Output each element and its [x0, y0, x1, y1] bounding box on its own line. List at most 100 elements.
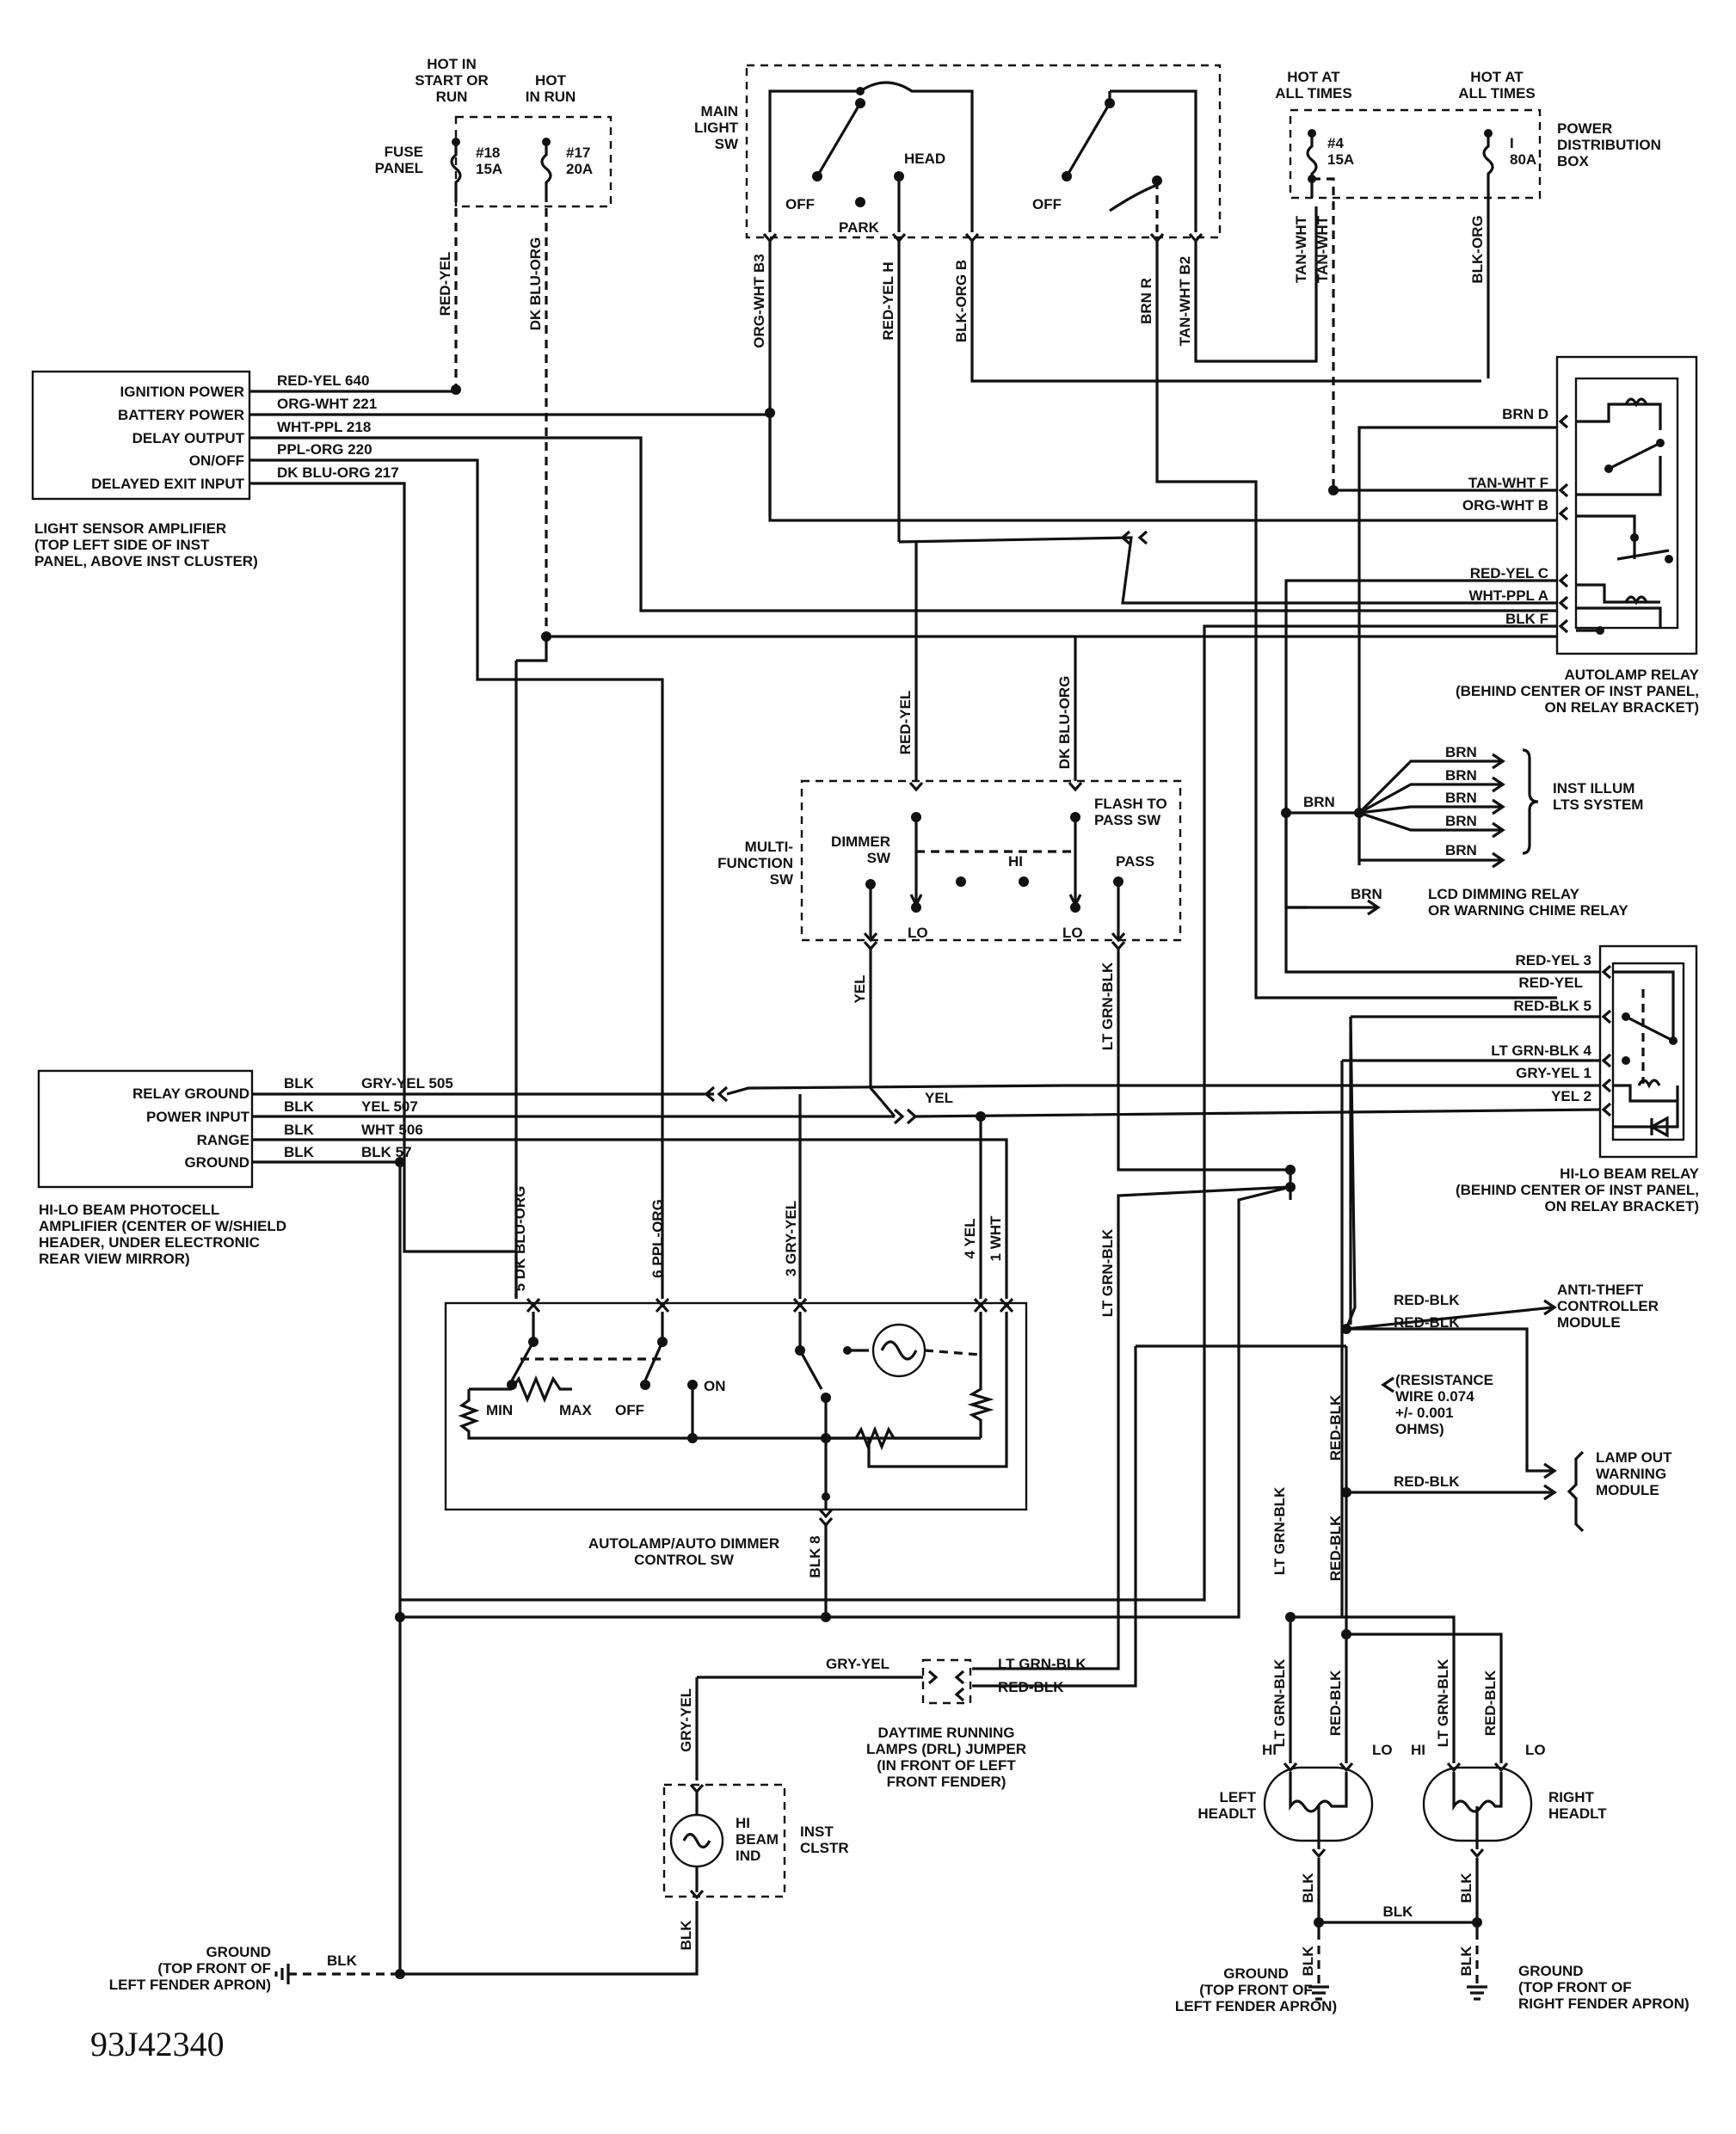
svg-text:MODULE: MODULE — [1596, 1482, 1659, 1498]
svg-text:DELAYED EXIT INPUT: DELAYED EXIT INPUT — [91, 476, 245, 492]
svg-text:HI: HI — [1262, 1742, 1277, 1758]
svg-text:WHT-PPL A: WHT-PPL A — [1468, 587, 1548, 604]
svg-text:I: I — [1510, 135, 1514, 151]
svg-text:ON: ON — [704, 1378, 726, 1394]
svg-text:LT GRN-BLK: LT GRN-BLK — [998, 1656, 1087, 1672]
main-light-switch: MAIN LIGHT SW OFF PARK HEAD OFF — [694, 64, 1222, 243]
svg-text:HEADER, UNDER ELECTRONIC: HEADER, UNDER ELECTRONIC — [39, 1234, 260, 1251]
svg-text:BEAM: BEAM — [736, 1831, 779, 1848]
svg-text:LT GRN-BLK: LT GRN-BLK — [1435, 1658, 1451, 1747]
svg-text:(IN FRONT OF LEFT: (IN FRONT OF LEFT — [877, 1757, 1016, 1774]
svg-text:#18: #18 — [476, 145, 500, 161]
svg-text:MAIN: MAIN — [701, 103, 738, 120]
svg-text:BRN: BRN — [1351, 886, 1382, 902]
svg-text:5 DK BLU-ORG: 5 DK BLU-ORG — [512, 1186, 528, 1292]
svg-text:FRONT FENDER): FRONT FENDER) — [887, 1774, 1007, 1790]
svg-text:DK BLU-ORG 217: DK BLU-ORG 217 — [277, 464, 399, 481]
svg-text:INST: INST — [800, 1823, 834, 1840]
svg-text:15A: 15A — [1327, 151, 1354, 168]
svg-text:RED-BLK: RED-BLK — [1482, 1670, 1499, 1736]
svg-text:LAMP OUT: LAMP OUT — [1596, 1449, 1672, 1466]
svg-text:HI: HI — [1411, 1742, 1425, 1758]
svg-text:INST ILLUM: INST ILLUM — [1553, 780, 1634, 796]
svg-text:RED-YEL C: RED-YEL C — [1470, 565, 1548, 581]
svg-text:LCD DIMMING RELAY: LCD DIMMING RELAY — [1428, 886, 1580, 902]
svg-text:LO: LO — [908, 925, 928, 941]
svg-text:LO: LO — [1372, 1742, 1393, 1758]
svg-text:RED-BLK: RED-BLK — [1394, 1473, 1460, 1490]
svg-text:LT GRN-BLK: LT GRN-BLK — [1099, 1228, 1116, 1317]
svg-text:POWER: POWER — [1557, 120, 1612, 137]
svg-text:BRN: BRN — [1445, 842, 1477, 858]
svg-text:FUNCTION: FUNCTION — [717, 855, 793, 871]
svg-text:IND: IND — [736, 1848, 760, 1864]
svg-text:PARK: PARK — [839, 219, 880, 236]
svg-text:HOT AT: HOT AT — [1470, 69, 1524, 85]
svg-text:YEL: YEL — [852, 975, 868, 1003]
svg-text:WHT 506: WHT 506 — [361, 1122, 423, 1138]
svg-text:ON RELAY BRACKET): ON RELAY BRACKET) — [1545, 699, 1699, 716]
headlamps: LT GRN-BLK RED-BLK LT GRN-BLK RED-BLK HI… — [1175, 1600, 1690, 2014]
svg-text:(TOP FRONT OF: (TOP FRONT OF — [157, 1960, 271, 1977]
svg-text:BLK: BLK — [327, 1953, 358, 1969]
svg-text:(BEHIND CENTER OF INST PANEL,: (BEHIND CENTER OF INST PANEL, — [1456, 1182, 1699, 1198]
svg-text:BRN: BRN — [1303, 794, 1335, 810]
svg-text:BLK-ORG: BLK-ORG — [1469, 215, 1486, 283]
svg-text:HEADLT: HEADLT — [1548, 1805, 1607, 1822]
light-sensor-wires — [249, 384, 1557, 1299]
power-distribution-box: HOT AT ALL TIMES HOT AT ALL TIMES #4 15A… — [1275, 69, 1661, 490]
svg-text:GRY-YEL 505: GRY-YEL 505 — [361, 1075, 453, 1092]
svg-text:HOT IN: HOT IN — [427, 56, 477, 72]
svg-text:LO: LO — [1525, 1742, 1546, 1758]
fuse-panel: HOT IN START OR RUN HOT IN RUN FUSE PANE… — [375, 56, 613, 637]
drl-jumper: GRY-YEL LT GRN-BLK RED-BLK DAYTIME RUNNI… — [697, 1656, 1087, 1790]
svg-text:CLSTR: CLSTR — [800, 1840, 849, 1856]
svg-text:YEL 507: YEL 507 — [361, 1098, 418, 1115]
svg-text:HOT AT: HOT AT — [1287, 69, 1340, 85]
svg-text:PANEL, ABOVE INST CLUSTER): PANEL, ABOVE INST CLUSTER) — [34, 553, 258, 569]
svg-text:GRY-YEL: GRY-YEL — [826, 1656, 890, 1672]
svg-text:AUTOLAMP RELAY: AUTOLAMP RELAY — [1565, 667, 1700, 683]
svg-text:MODULE: MODULE — [1557, 1314, 1621, 1331]
svg-text:BLK F: BLK F — [1505, 611, 1548, 627]
autolamp-relay: BRN D TAN-WHT F ORG-WHT B RED-YEL C WHT-… — [1456, 355, 1700, 716]
svg-text:LT GRN-BLK: LT GRN-BLK — [1099, 962, 1116, 1050]
svg-text:RED-YEL 640: RED-YEL 640 — [277, 372, 369, 389]
svg-text:AUTOLAMP/AUTO DIMMER: AUTOLAMP/AUTO DIMMER — [588, 1535, 779, 1552]
svg-text:RED-BLK: RED-BLK — [998, 1679, 1064, 1695]
svg-text:BATTERY POWER: BATTERY POWER — [118, 407, 244, 423]
svg-text:LO: LO — [1062, 925, 1083, 941]
svg-text:ORG-WHT 221: ORG-WHT 221 — [277, 396, 377, 412]
svg-text:20A: 20A — [566, 161, 593, 177]
svg-text:SW: SW — [867, 850, 891, 866]
svg-text:TAN-WHT F: TAN-WHT F — [1468, 475, 1548, 491]
svg-text:IN RUN: IN RUN — [526, 89, 576, 105]
svg-text:WARNING: WARNING — [1596, 1466, 1666, 1482]
svg-text:ON/OFF: ON/OFF — [189, 452, 244, 469]
svg-text:(TOP FRONT OF: (TOP FRONT OF — [1199, 1982, 1313, 1998]
hi-lo-photocell-amplifier: RELAY GROUND POWER INPUT RANGE GROUND BL… — [37, 1069, 1601, 1617]
svg-text:SW: SW — [770, 871, 794, 888]
svg-text:RELAY GROUND: RELAY GROUND — [132, 1085, 249, 1102]
svg-text:LIGHT: LIGHT — [694, 120, 739, 136]
svg-text:6 PPL-ORG: 6 PPL-ORG — [649, 1199, 666, 1278]
svg-text:ALL TIMES: ALL TIMES — [1458, 85, 1535, 101]
svg-text:TAN-WHT: TAN-WHT — [1293, 215, 1309, 283]
svg-text:MAX: MAX — [559, 1402, 592, 1418]
svg-text:BLK: BLK — [1300, 1946, 1316, 1977]
svg-text:BLK: BLK — [1300, 1873, 1316, 1903]
svg-text:BRN: BRN — [1445, 744, 1477, 760]
svg-text:LEFT: LEFT — [1220, 1789, 1257, 1805]
svg-text:RED-YEL: RED-YEL — [1518, 975, 1583, 991]
svg-text:OR WARNING CHIME RELAY: OR WARNING CHIME RELAY — [1428, 902, 1628, 919]
svg-text:BLK: BLK — [284, 1098, 315, 1115]
svg-text:BLK 8: BLK 8 — [807, 1535, 823, 1577]
svg-text:RED-BLK: RED-BLK — [1327, 1515, 1344, 1581]
svg-text:BRN: BRN — [1445, 813, 1477, 829]
svg-text:OFF: OFF — [1032, 196, 1062, 212]
svg-text:IGNITION POWER: IGNITION POWER — [120, 384, 245, 400]
svg-text:CONTROL SW: CONTROL SW — [634, 1552, 735, 1568]
svg-text:BRN R: BRN R — [1138, 278, 1154, 324]
svg-text:3 GRY-YEL: 3 GRY-YEL — [783, 1201, 799, 1276]
